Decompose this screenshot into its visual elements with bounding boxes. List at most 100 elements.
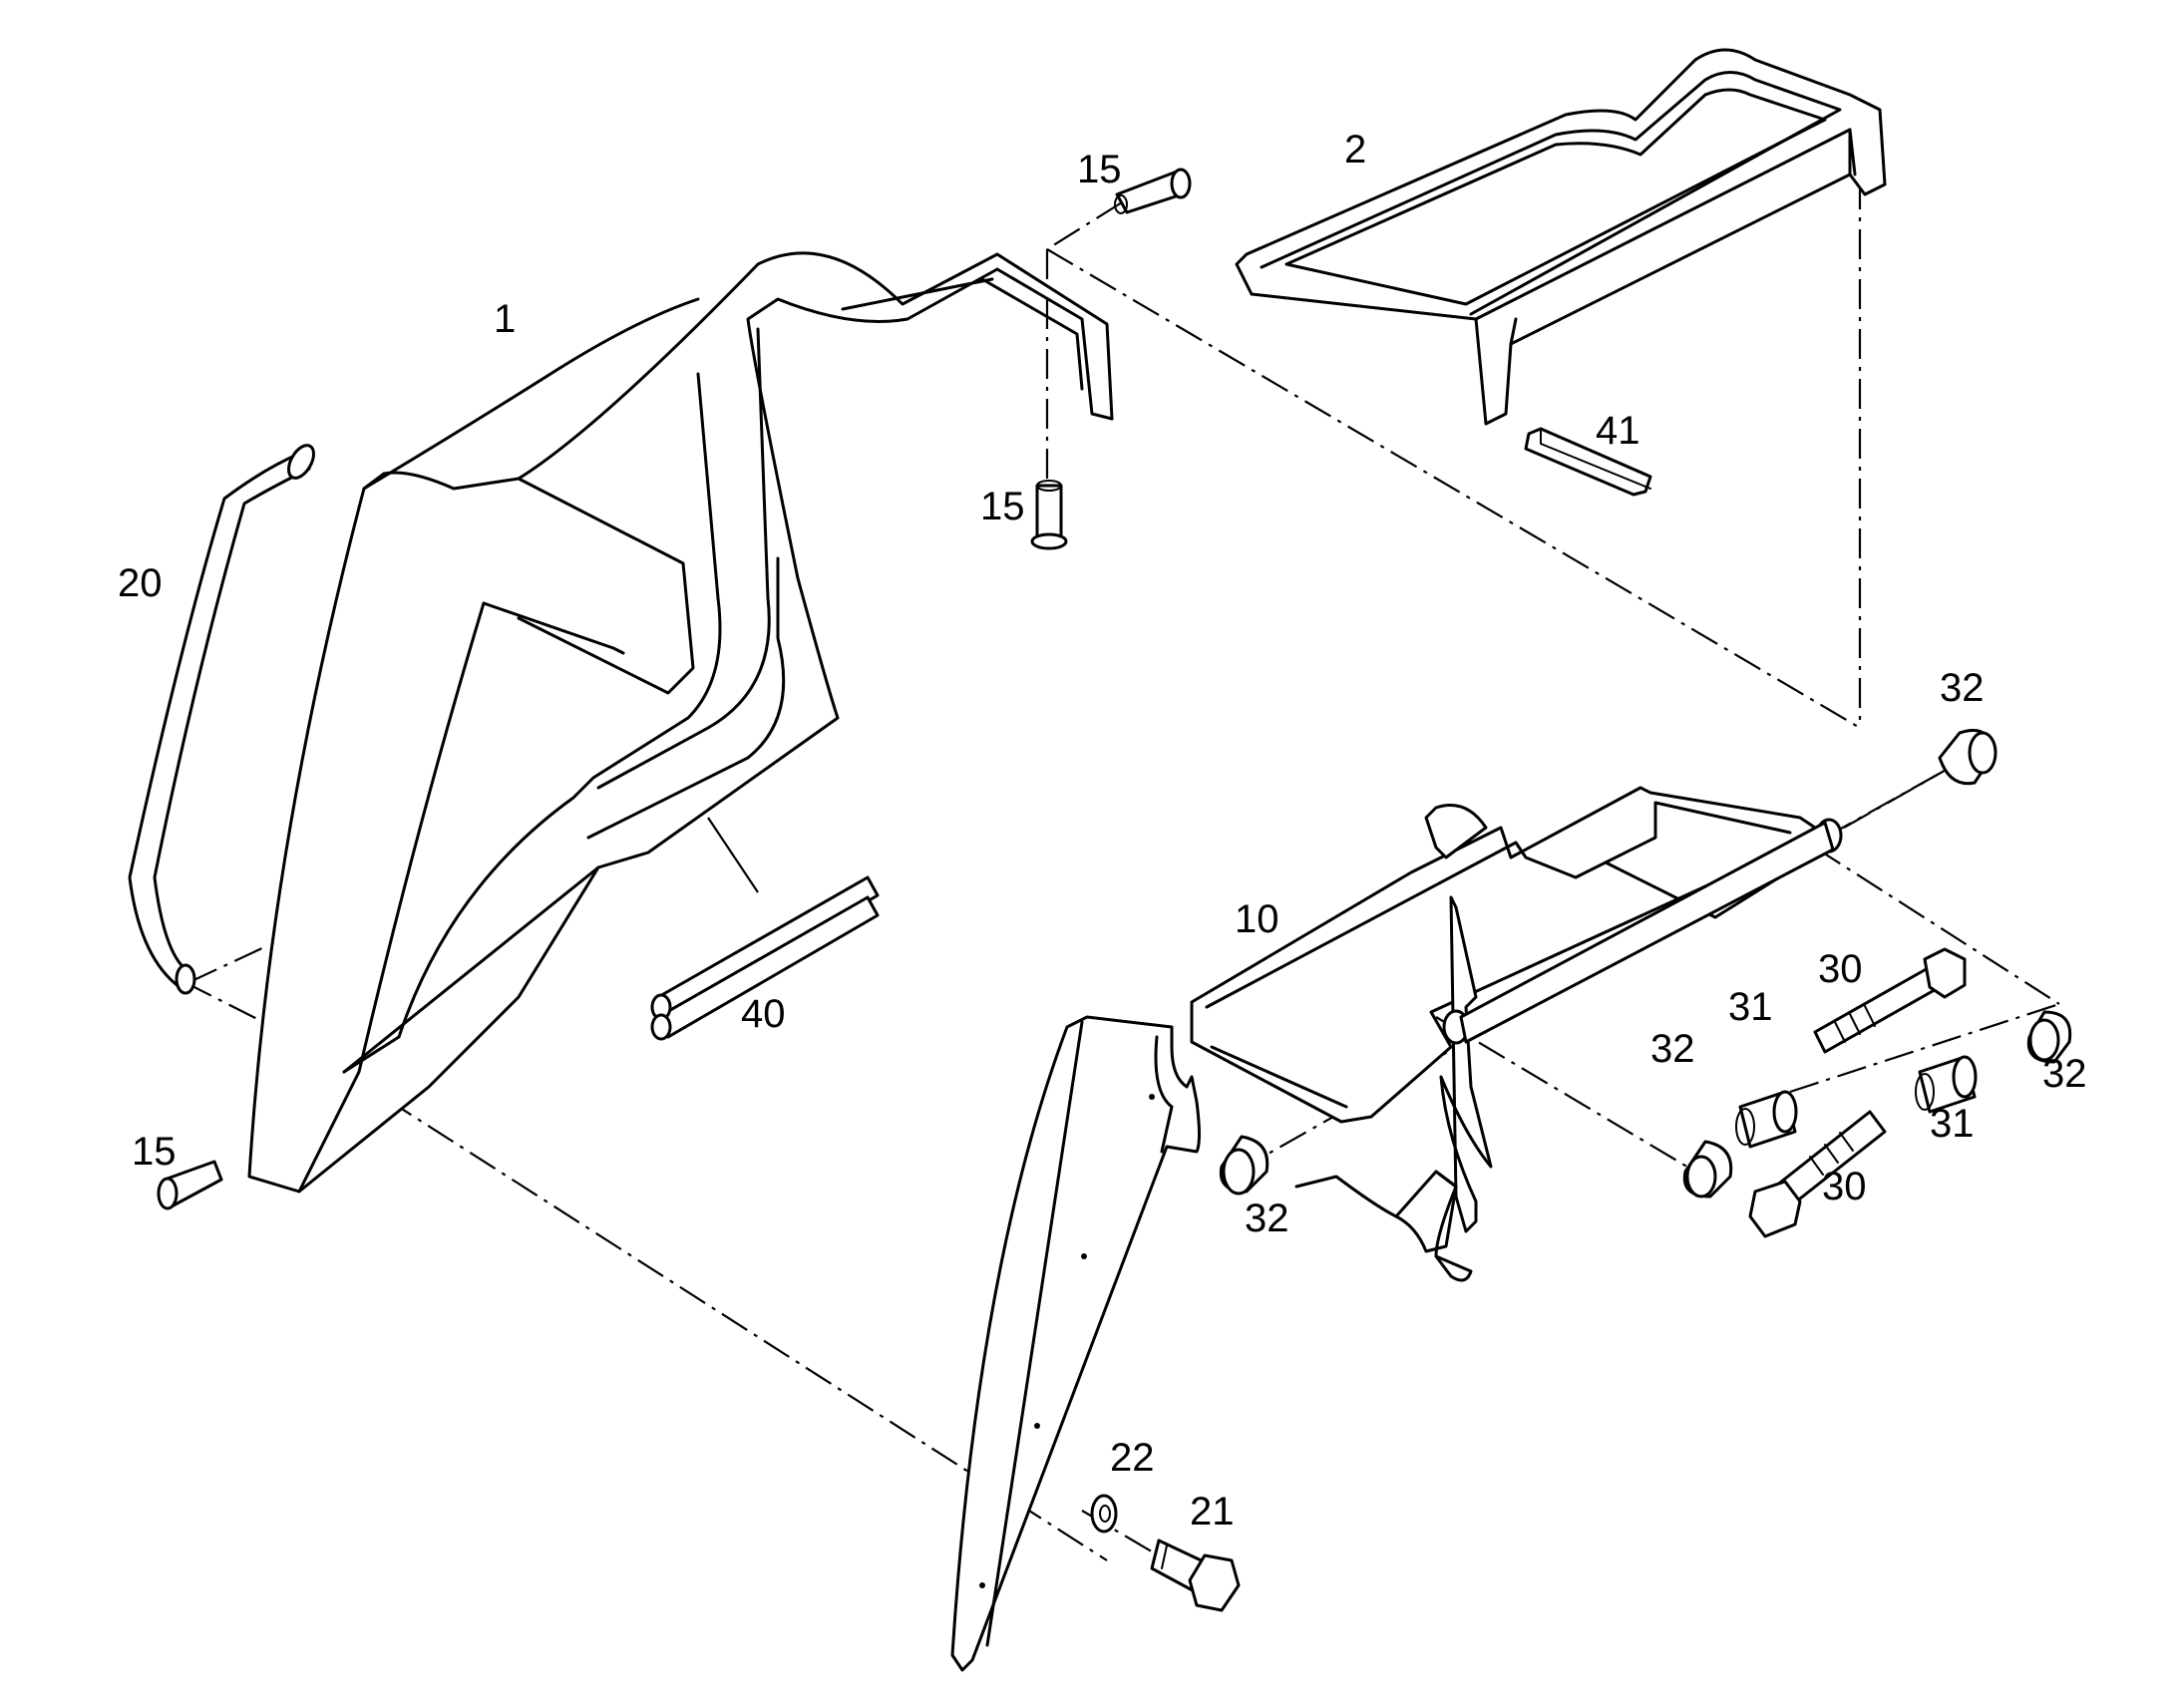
rubber-strip (650, 875, 880, 1041)
bracket-leg (1439, 895, 1493, 1233)
callout-1: 1 (494, 297, 516, 341)
pin-middle (1030, 480, 1068, 550)
bushing-32-right (2026, 1010, 2072, 1064)
bolt-30-l-head (1748, 1180, 1802, 1238)
assembly-line-handle (183, 981, 258, 1020)
fender-fold (985, 1020, 1084, 1647)
bolt-21-head (1188, 1553, 1241, 1612)
callout-41: 41 (1596, 409, 1640, 453)
washer-22 (1090, 1494, 1118, 1534)
pin-middle-head (1030, 532, 1068, 550)
pin-left-head (157, 1177, 179, 1210)
bushing-32-top-right (1938, 729, 1998, 786)
handle-top-end (287, 444, 315, 480)
bolt-30-u-thread-3 (1864, 1005, 1876, 1027)
callout-21: 21 (1190, 1490, 1235, 1534)
bolt-21-thread (1161, 1544, 1168, 1569)
bolt-30-u-head (1923, 947, 1967, 999)
assembly-line-bracket-right (1046, 248, 1861, 729)
pad-edge (1540, 428, 1651, 490)
callout-31-right: 31 (1930, 1102, 1975, 1146)
assembly-line-pin-top (1046, 201, 1123, 250)
washer-22-outer (1090, 1494, 1118, 1534)
guard-top-edge (362, 297, 700, 491)
callout-2: 2 (1344, 128, 1366, 171)
assembly-line-pin-left (188, 946, 265, 983)
fender-rivet-3 (979, 1582, 985, 1588)
guard-top-flat (841, 277, 994, 311)
fender-flap (950, 1015, 1201, 1672)
washer-22-hole (1099, 1505, 1111, 1523)
tray-rim-outer (1260, 71, 1842, 316)
guard-bottom-edge (342, 865, 600, 1074)
bolt-30-l-thread-1 (1809, 1156, 1824, 1176)
assembly-line-bolt-upper (1435, 1016, 1696, 1173)
spacer-31-right (1915, 1055, 1978, 1114)
callout-10: 10 (1235, 897, 1279, 941)
assembly-line-pivot-right (1824, 767, 1951, 839)
tray-rim-inner (1284, 88, 1827, 306)
pin-top-head (1170, 168, 1192, 199)
bushing-32-l-face (1222, 1148, 1256, 1196)
callout-32-bottom: 32 (1245, 1196, 1289, 1240)
pin-top-tip (1114, 194, 1128, 214)
callout-20: 20 (118, 561, 163, 605)
bushing-32-m-face (1685, 1155, 1717, 1198)
callout-31-left: 31 (1728, 985, 1773, 1029)
callout-32-right: 32 (2042, 1052, 2087, 1096)
bolt-30-l-thread-3 (1839, 1132, 1854, 1152)
spacer-31-l-face (1772, 1090, 1798, 1134)
bracket-channel-rim (1205, 801, 1792, 1009)
spacer-31-l-end (1735, 1108, 1755, 1146)
spacer-31-left (1735, 1090, 1798, 1149)
handle-rod (128, 444, 315, 995)
fender-body (950, 1015, 1201, 1672)
callout-30-upper: 30 (1818, 947, 1863, 991)
bolt-30-u-thread-2 (1849, 1013, 1861, 1035)
callout-15-top: 15 (1077, 148, 1122, 191)
callout-30-lower: 30 (1822, 1165, 1867, 1208)
guard-housing (247, 251, 1114, 1194)
callout-40: 40 (741, 992, 786, 1036)
callout-32-top-right: 32 (1940, 666, 1985, 710)
spacer-31-r-face (1952, 1055, 1978, 1099)
bracket-channel (1190, 786, 1817, 1124)
guard-rim-outer (586, 556, 786, 840)
fender-rivet-1 (1081, 1253, 1087, 1259)
bushing-32-r-face (2028, 1018, 2060, 1062)
top-tray (1235, 48, 1887, 426)
bushing-32-left (1219, 1135, 1270, 1196)
guard-bracket-inner (980, 277, 1084, 391)
fender-rivet-4 (1149, 1094, 1155, 1100)
handle-bottom-end (175, 963, 196, 995)
guard-inner-left-wall (297, 601, 486, 1194)
pin-top (1114, 168, 1192, 214)
pin-middle-tip (1036, 480, 1062, 492)
guard-inner-block (517, 477, 695, 695)
fender-rivet-2 (1034, 1423, 1040, 1429)
strip-end-lower (650, 1013, 672, 1041)
rubber-pad (1524, 427, 1652, 497)
pin-left (157, 1160, 223, 1210)
spacer-31-r-end (1915, 1073, 1935, 1111)
bracket-foot (1294, 1170, 1473, 1282)
leader-40 (707, 817, 759, 893)
bolt-30-l-thread-2 (1824, 1144, 1839, 1164)
bracket-tab-upper (1424, 804, 1488, 859)
bushing-32-middle (1682, 1140, 1733, 1198)
callout-32-middle: 32 (1650, 1027, 1695, 1071)
bolt-30-upper (1813, 947, 1967, 1054)
bolt-30-u-thread-1 (1834, 1021, 1846, 1043)
callout-22: 22 (1110, 1436, 1155, 1480)
mounting-bracket (1190, 786, 1843, 1282)
guard-inner-ridge (482, 601, 625, 655)
bracket-front-edge (1210, 1045, 1348, 1109)
guard-rim-inner (596, 327, 771, 790)
callout-15-left: 15 (132, 1130, 177, 1174)
assembly-line-bushing-right (1789, 1002, 2060, 1094)
callout-labels: 1 2 10 15 15 15 20 21 22 30 30 31 31 32 … (118, 128, 2087, 1534)
fender-top-bend (1154, 1035, 1174, 1154)
bolt-30-lower (1748, 1110, 1887, 1238)
bolt-21 (1150, 1538, 1241, 1612)
